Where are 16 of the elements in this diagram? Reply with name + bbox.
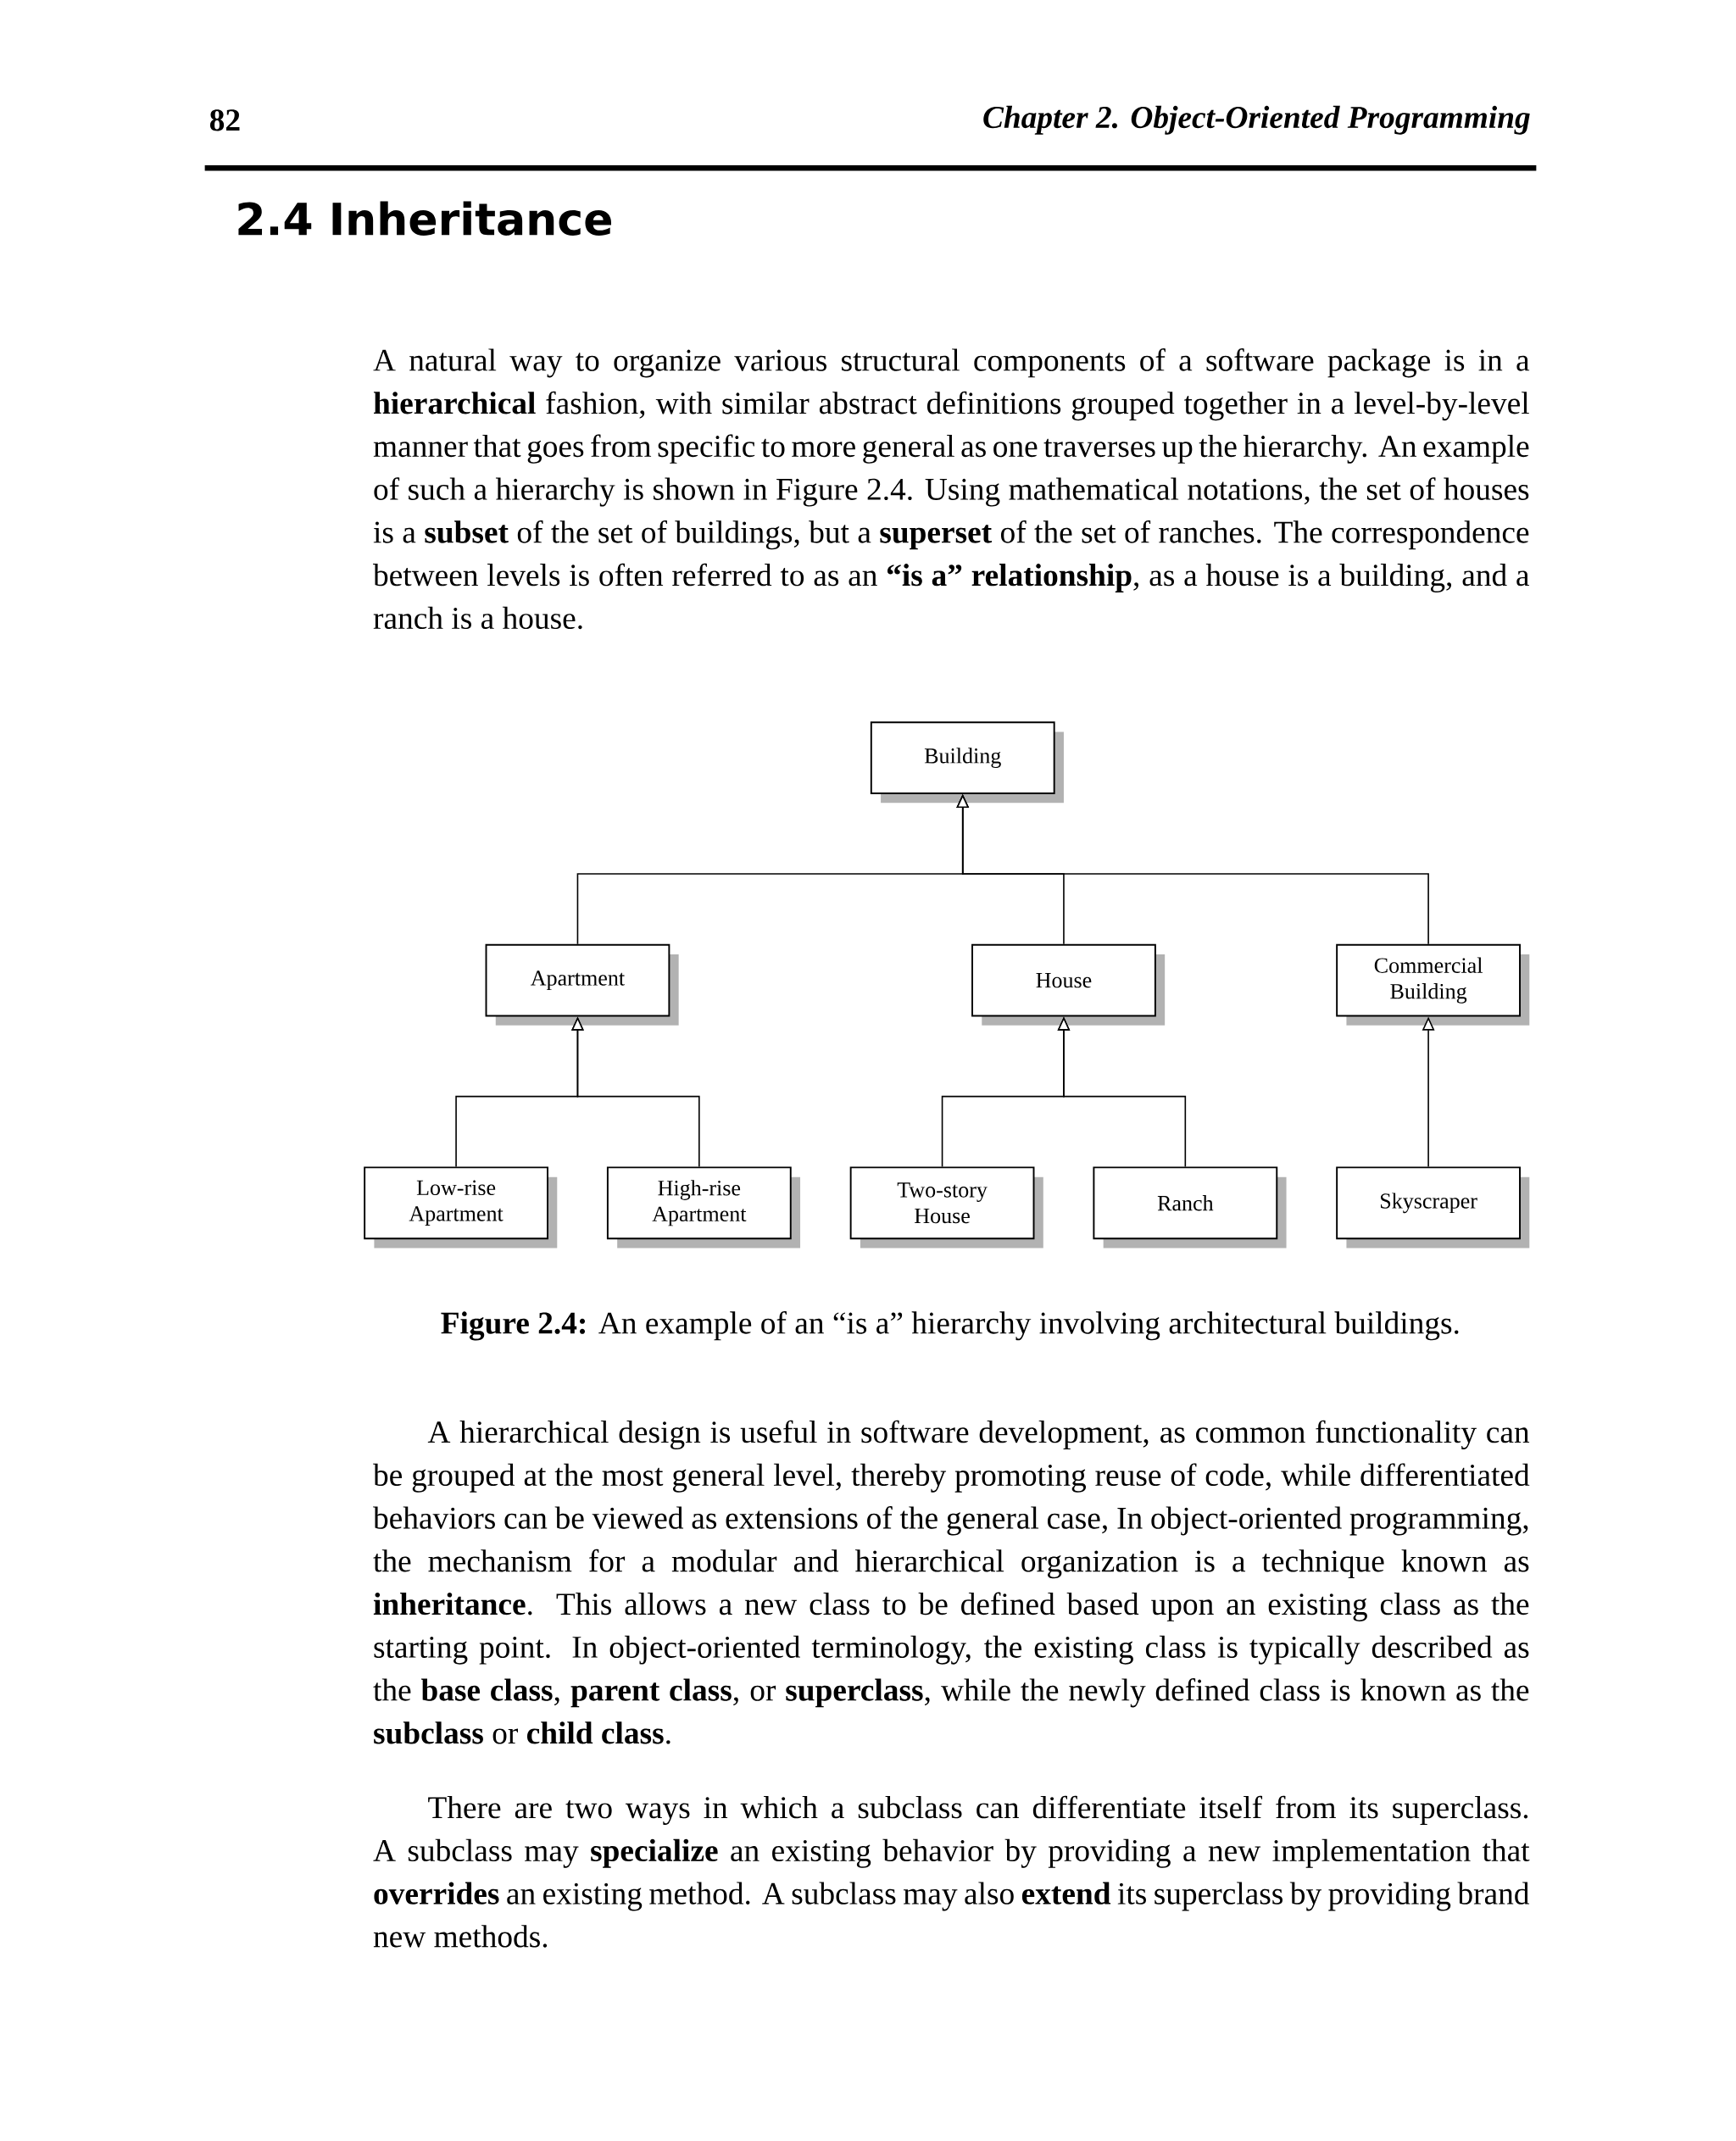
class-box: Low-rise Apartment xyxy=(364,1166,558,1248)
body-paragraph: A natural way to organize various structural components of a software package is in a hierarchical fashion, with similar abstract definitions grouped together in a level-by-level manner that goes from specific to more general as one traverses up the hierarchy. An example of such a hierarchy is shown in Figure 2.4. Using mathematical notations, the set of houses is a subset of the set of buildings, but a superset of the set of ranches. The correspondence between levels is often referred to as an “is a” relationship, as a house is a building, and a ranch is a house. xyxy=(373,348,1530,630)
class-box: Commercial Building xyxy=(1336,943,1530,1026)
class-box: Skyscraper xyxy=(1336,1166,1530,1248)
class-box: House xyxy=(971,943,1166,1026)
body-paragraph: A hierarchical design is useful in software development, as common functionality can be grouped at the most general level, thereby promoting reuse of code, while differentiated behaviors can be viewed as extensions of the general case, In object-oriented programming, the mechanism for a modular and hierarchical organization is a technique known as inheritance. This allows a new class to be defined based upon an existing class as the starting point. In object-oriented terminology, the existing class is typically described as the base class, parent class, or superclass, while the newly defined class is known as the subclass or child class. xyxy=(373,1420,1530,1744)
class-box: Two-story House xyxy=(849,1166,1043,1248)
class-box: Building xyxy=(871,721,1065,804)
class-box: High-rise Apartment xyxy=(607,1166,801,1248)
figure-caption: Figure 2.4: An example of an “is a” hierarchy involving architectural buildings. xyxy=(441,1311,1459,1341)
running-header: Chapter 2. Object-Oriented Programming xyxy=(983,105,1530,135)
page-number: 82 xyxy=(210,109,240,131)
class-box: Ranch xyxy=(1093,1166,1287,1248)
class-box: Apartment xyxy=(485,943,679,1026)
body-paragraph: There are two ways in which a subclass can differentiate itself from its superclass. A subclass may specialize an existing behavior by providing a new implementation that overrides an existing method. A subclass may also extend its superclass by providing brand new methods. xyxy=(373,1795,1530,1948)
section-heading: 2.4 Inheritance xyxy=(238,201,612,236)
